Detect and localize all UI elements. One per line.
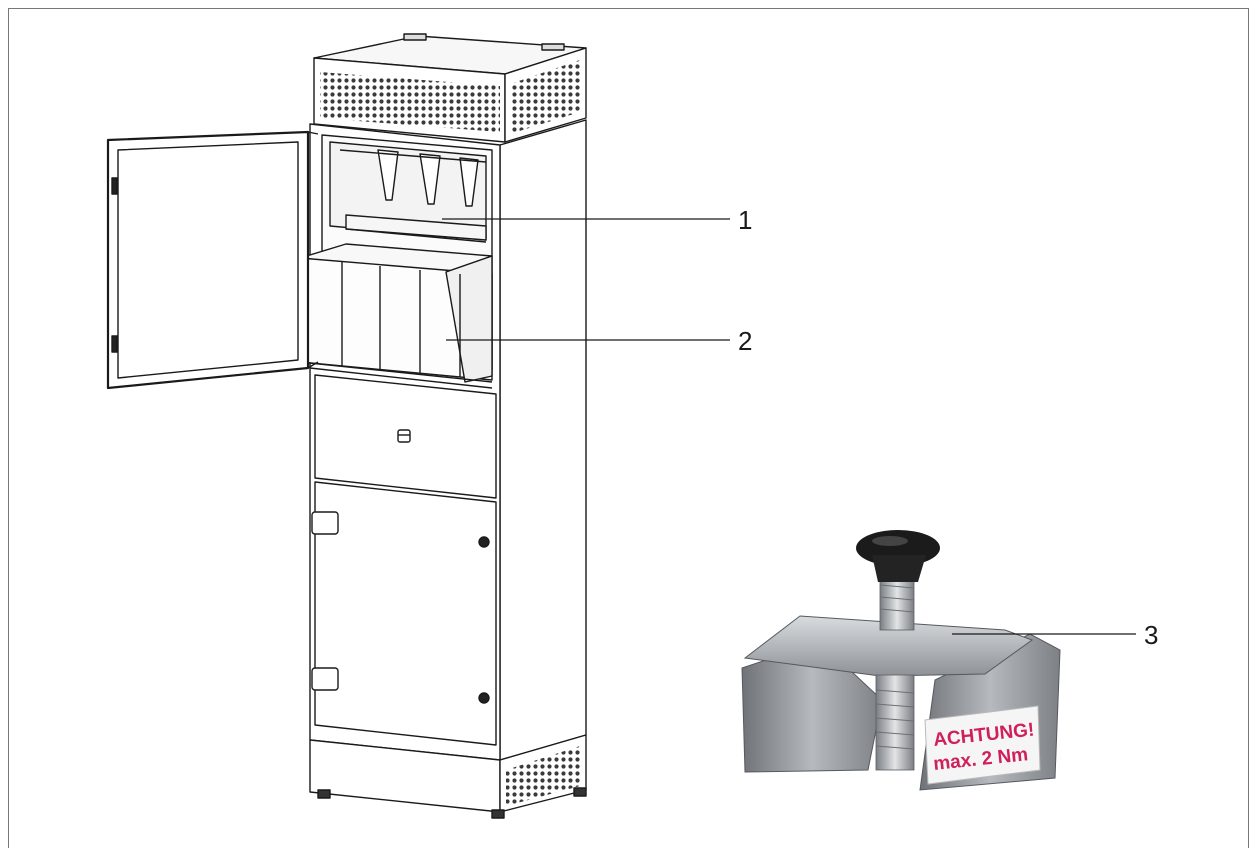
door-lock-upper — [478, 536, 490, 548]
open-door-inner — [117, 141, 299, 379]
vent-grille-side — [510, 60, 580, 134]
lower-door — [314, 481, 497, 746]
lid-handle-left — [403, 33, 427, 41]
foot-mid — [491, 809, 505, 819]
pre-separator-plate — [345, 214, 487, 241]
door-latch-lower — [111, 335, 118, 353]
vent-grille-front — [320, 72, 500, 132]
door-lock-lower — [478, 692, 490, 704]
filter-cabinet — [106, 33, 587, 819]
cabinet-body-side — [499, 119, 587, 761]
nozzle-3 — [459, 157, 479, 207]
panel-lock-icon — [397, 429, 411, 443]
hinge-upper — [311, 511, 339, 535]
base-vent — [506, 746, 580, 806]
foot-right — [573, 787, 587, 797]
warning-sticker — [924, 705, 1041, 785]
callout-label-3: 3 — [1144, 620, 1158, 650]
nozzle-2 — [419, 153, 441, 205]
door-latch-upper — [111, 177, 118, 195]
figure-border — [8, 8, 1249, 848]
hinge-lower — [311, 667, 339, 691]
callout-label-2: 2 — [738, 326, 752, 356]
clamp-bolt-lower — [875, 674, 915, 771]
foot-left — [317, 789, 331, 799]
nozzle-1 — [377, 149, 399, 201]
clamp-fixture: ACHTUNG! max. 2 Nm — [741, 530, 1061, 791]
clamp-knob-neck — [872, 555, 926, 582]
callouts — [442, 218, 1136, 635]
filter-cassette-side — [445, 255, 493, 383]
lid-handle-right — [541, 43, 565, 51]
callout-label-1: 1 — [738, 205, 752, 235]
